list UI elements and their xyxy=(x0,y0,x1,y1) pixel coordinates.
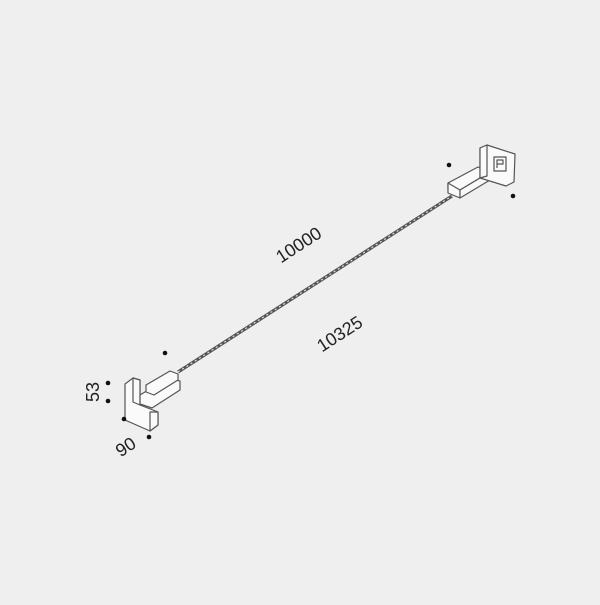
dimension-width: 90 xyxy=(112,433,140,461)
led-strip-cable xyxy=(177,194,453,374)
dimension-height: 53 xyxy=(83,382,103,402)
reference-dots xyxy=(105,162,516,440)
left-end-connector xyxy=(124,370,181,432)
dimension-total-length: 10325 xyxy=(313,312,366,356)
right-end-connector xyxy=(447,144,516,199)
dimension-inner-length: 10000 xyxy=(272,223,325,267)
